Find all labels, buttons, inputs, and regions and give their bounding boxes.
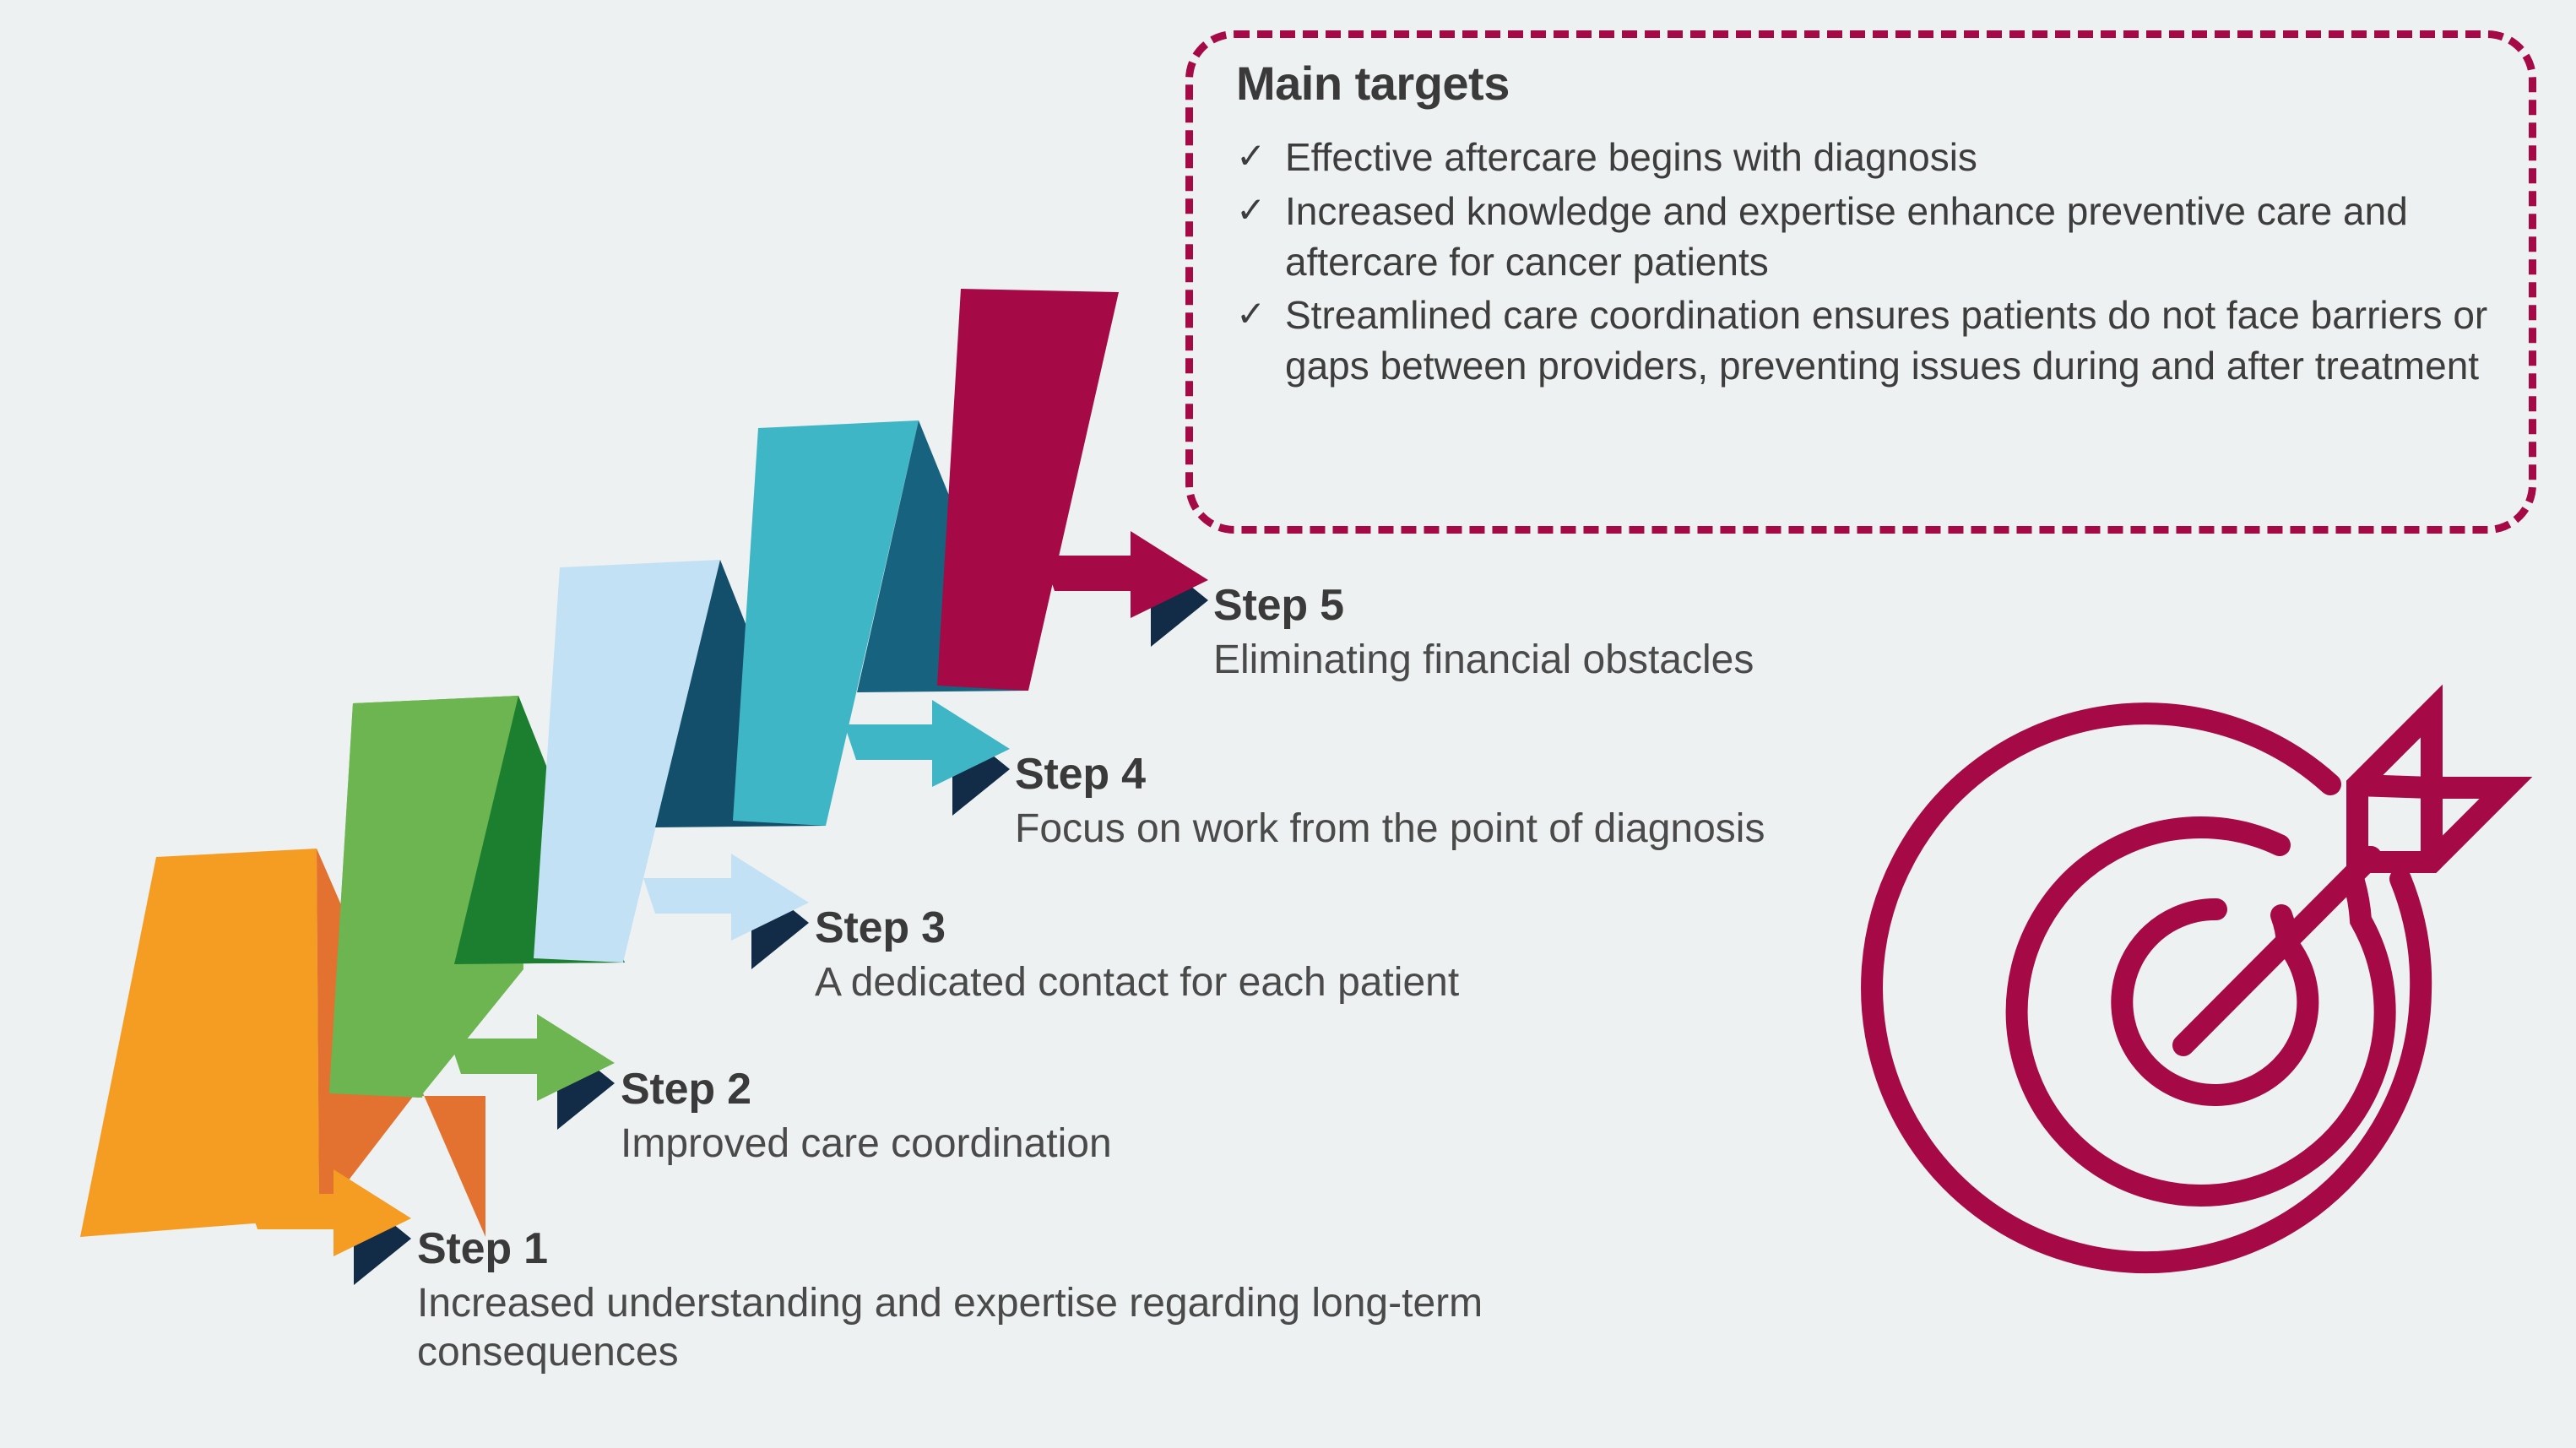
step-arrow-2-body [449,1014,615,1101]
step-description: A dedicated contact for each patient [815,959,1460,1005]
step-title: Step 1 [417,1224,548,1273]
check-icon: ✓ [1236,136,1266,176]
step-description: Increased understanding and expertise re… [417,1280,1483,1375]
step-arrow-4-body [844,700,1010,787]
step-arrow-4 [844,700,1010,816]
step-arrow-5 [1043,531,1208,647]
step-block-3-face [534,560,720,963]
step-description: Focus on work from the point of diagnosi… [1015,805,1765,851]
check-icon: ✓ [1236,189,1266,230]
step-arrow-3 [643,854,809,969]
step-arrow-1 [246,1169,411,1285]
step-block-5-face [937,289,1119,691]
callout-title: Main targets [1236,57,1510,110]
step-label-5: Step 5 Eliminating financial obstacles [1213,583,2311,685]
list-item: ✓ Streamlined care coordination ensures … [1236,290,2491,392]
step-label-3: Step 3 A dedicated contact for each pati… [815,905,1912,1007]
list-item-text: Effective aftercare begins with diagnosi… [1285,135,1977,179]
callout-bullet-list: ✓ Effective aftercare begins with diagno… [1236,133,2491,392]
list-item-text: Streamlined care coordination ensures pa… [1285,293,2488,388]
step-title: Step 2 [621,1065,751,1114]
check-icon: ✓ [1236,294,1266,334]
step-arrow-2 [449,1014,615,1130]
step-title: Step 3 [815,903,946,952]
step-block-2-face-b [329,696,518,1098]
step-title: Step 4 [1015,750,1146,799]
step-block-4-face [733,420,919,826]
list-item: ✓ Effective aftercare begins with diagno… [1236,133,2491,183]
list-item: ✓ Increased knowledge and expertise enha… [1236,187,2491,288]
step-description: Improved care coordination [621,1120,1112,1166]
list-item-text: Increased knowledge and expertise enhanc… [1285,188,2408,284]
step-arrow-3-body [643,854,809,941]
step-label-2: Step 2 Improved care coordination [621,1066,1718,1169]
main-targets-callout-border [1185,30,2536,534]
step-label-4: Step 4 Focus on work from the point of d… [1015,751,2197,854]
step-title: Step 5 [1213,581,1344,630]
step-block-5 [937,289,1119,691]
step-block-1-face [80,849,319,1237]
main-targets-callout: Main targets ✓ Effective aftercare begin… [1185,30,2536,534]
step-description: Eliminating financial obstacles [1213,637,1754,682]
step-arrow-5-body [1043,531,1208,618]
step-arrow-1-body [246,1169,411,1256]
target-with-arrow-icon [1861,684,2533,1274]
step-label-1: Step 1 Increased understanding and exper… [417,1226,1785,1378]
